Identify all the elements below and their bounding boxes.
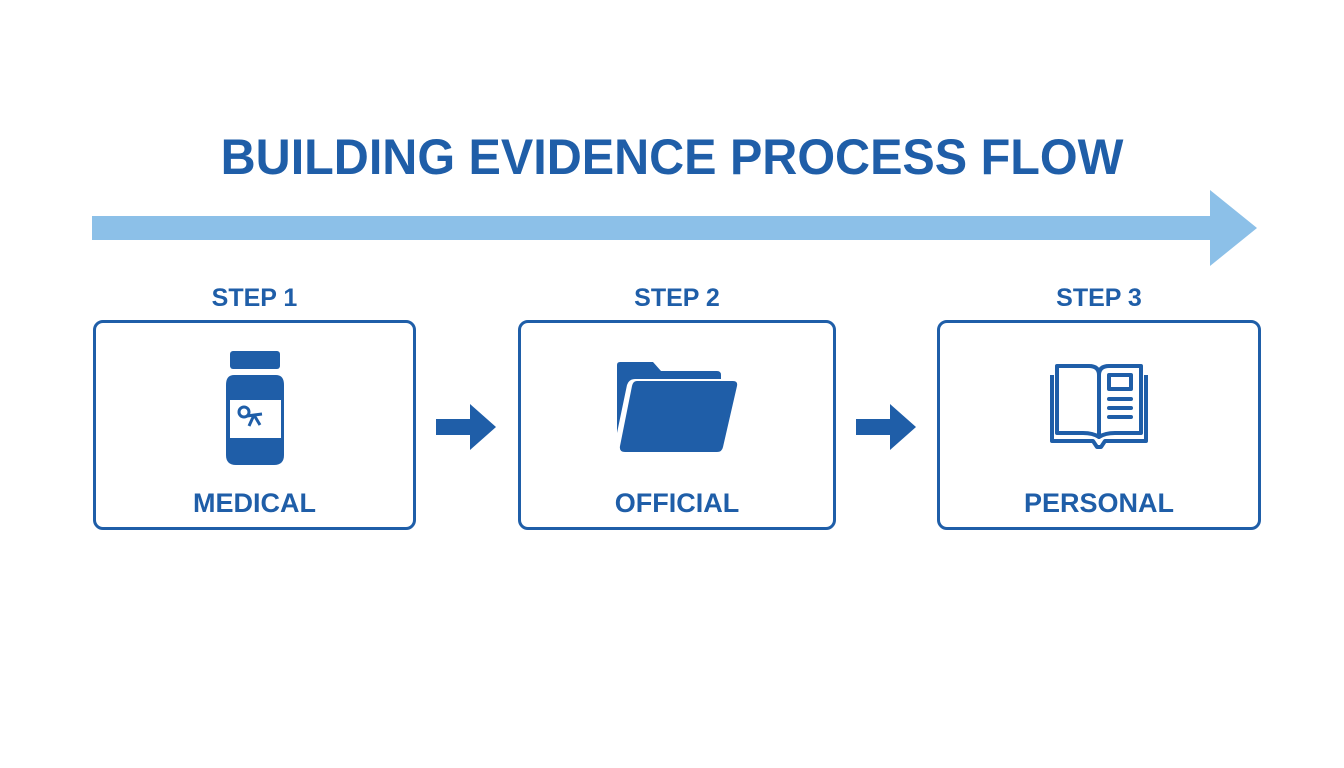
step-1-name: MEDICAL [193, 488, 316, 518]
step-1-card: MEDICAL [93, 320, 416, 530]
open-book-icon [1050, 364, 1148, 449]
step-3-card: PERSONAL [937, 320, 1261, 530]
medicine-bottle-icon [225, 351, 284, 465]
page-title: BUILDING EVIDENCE PROCESS FLOW [220, 129, 1124, 185]
folder-icon [617, 362, 738, 452]
flow-arrow-shape [92, 190, 1257, 266]
step-2-name: OFFICIAL [614, 488, 740, 518]
step-3-label: STEP 3 [1056, 284, 1142, 312]
step-2-card: OFFICIAL [518, 320, 836, 530]
arrow-right-icon [856, 404, 916, 450]
step-3-name: PERSONAL [1023, 488, 1175, 518]
step-1-label: STEP 1 [211, 284, 298, 312]
process-flow-arrow [92, 190, 1257, 266]
arrow-right-icon [436, 404, 496, 450]
step-2-label: STEP 2 [634, 284, 720, 312]
